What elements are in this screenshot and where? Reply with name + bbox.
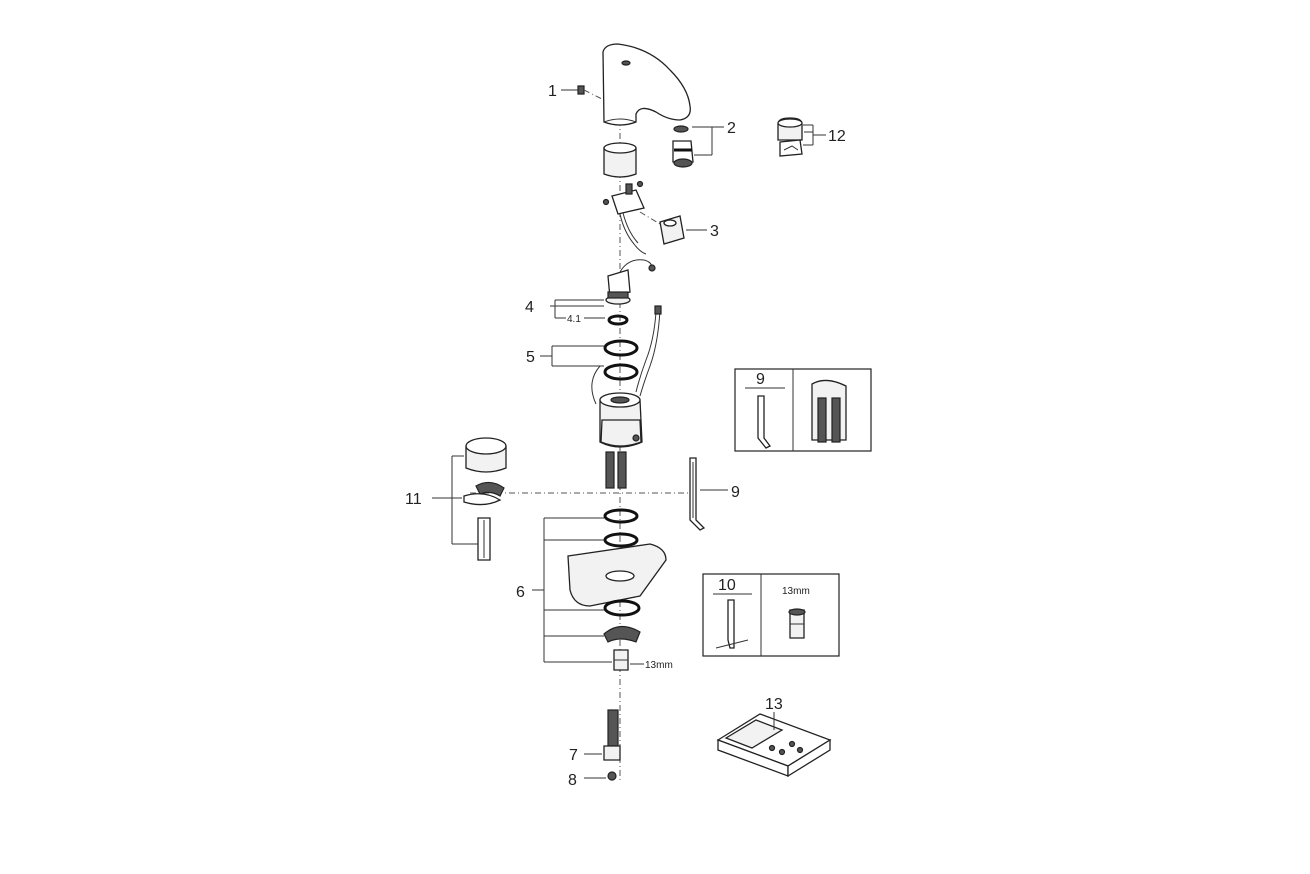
part-2-aerator [672, 125, 724, 168]
sensor-cables [635, 305, 662, 397]
part-3-sensor-bracket [602, 180, 707, 255]
flexible-hoses [605, 451, 627, 489]
callout-4: 4 [525, 299, 534, 316]
part-13-remote-control [716, 712, 832, 778]
spout-insert-cylinder [603, 142, 637, 178]
part-12-adapter [777, 117, 826, 157]
mixer-cartridge-housing [599, 392, 643, 448]
part-4-solenoid [550, 259, 656, 326]
part-11-mounting-set [432, 437, 507, 561]
callout-13: 13 [765, 696, 783, 713]
callout-12: 12 [828, 128, 846, 145]
inset-10-size-label: 13mm [782, 586, 810, 597]
inset-9-number: 9 [756, 371, 765, 388]
callout-4-1: 4.1 [567, 314, 581, 325]
inset-10-number: 10 [718, 577, 736, 594]
part-1-screw [561, 85, 605, 101]
callout-8: 8 [568, 772, 577, 789]
valve-size-label: 13mm [645, 660, 673, 671]
part-5-orings [540, 339, 639, 405]
inset-box-9 [734, 368, 872, 452]
faucet-spout-body [602, 43, 691, 126]
part-8-nut [584, 771, 617, 781]
callout-9: 9 [731, 484, 740, 501]
callout-6: 6 [516, 584, 525, 601]
callout-11: 11 [405, 491, 422, 508]
callout-2: 2 [727, 120, 736, 137]
part-6-mounting-set [532, 508, 667, 671]
callout-1: 1 [548, 83, 557, 100]
callout-5: 5 [526, 349, 535, 366]
callout-7: 7 [569, 747, 578, 764]
inset-box-10 [702, 573, 840, 657]
part-7-threaded-rod [584, 709, 621, 761]
part-9-rod [689, 457, 728, 531]
callout-3: 3 [710, 223, 719, 240]
